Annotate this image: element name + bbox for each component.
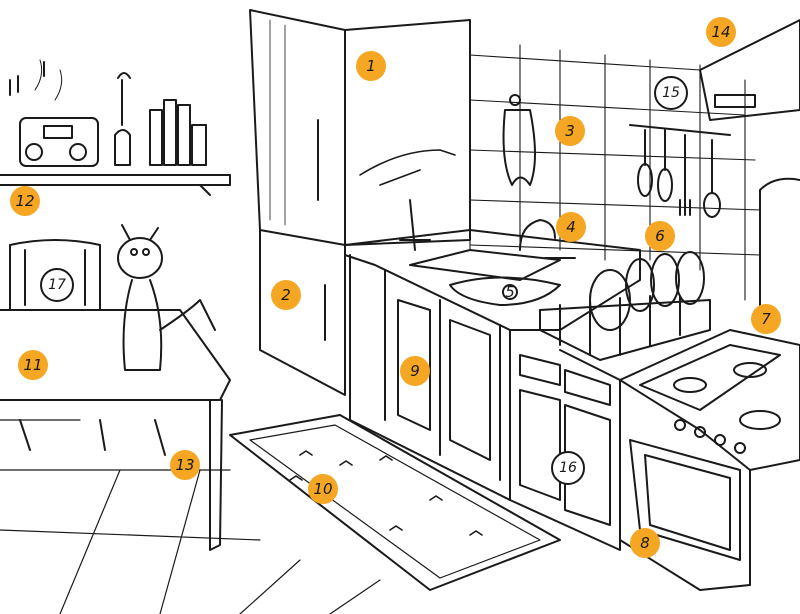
label-badge-12: 12 [10, 186, 40, 216]
dish-rack [539, 251, 711, 361]
cat [117, 224, 216, 371]
label-badge-10: 10 [308, 474, 338, 504]
refrigerator [249, 9, 471, 396]
floor-tiles [0, 419, 381, 614]
stove-oven [619, 329, 800, 591]
label-badge-11: 11 [18, 350, 48, 380]
sink-cabinets [349, 254, 621, 551]
label-badge-7: 7 [751, 304, 781, 334]
hanging-towel [502, 94, 536, 186]
label-badge-3: 3 [555, 116, 585, 146]
label-badge-4: 4 [556, 212, 586, 242]
label-badge-2: 2 [271, 280, 301, 310]
utensil-rack [629, 124, 731, 218]
label-badge-14: 14 [706, 17, 736, 47]
wall-tiles [469, 39, 761, 301]
range-hood [699, 19, 800, 121]
sink-counter [344, 219, 641, 331]
label-badge-16: 16 [551, 451, 585, 485]
label-badge-13: 13 [170, 450, 200, 480]
label-badge-5: 5 [505, 283, 515, 301]
label-badge-15: 15 [654, 76, 688, 110]
label-badge-1: 1 [356, 51, 386, 81]
label-badge-17: 17 [40, 268, 74, 302]
label-badge-6: 6 [645, 221, 675, 251]
table [0, 309, 231, 551]
chair [9, 239, 101, 311]
label-badge-8: 8 [630, 528, 660, 558]
label-badge-9: 9 [400, 356, 430, 386]
rug [229, 414, 561, 591]
wall-shelf [0, 59, 231, 196]
